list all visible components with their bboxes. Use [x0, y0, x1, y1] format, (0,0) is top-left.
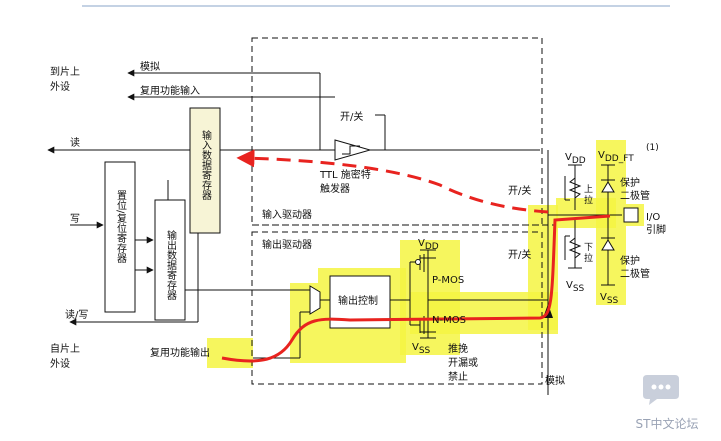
labels: 到片上 外设 模拟 复用功能输入 读 写 读/写 自片上 外设 置位/复位寄存器…	[50, 60, 666, 387]
watermark-text: ST中文论坛	[635, 417, 699, 431]
alt-func-output-label: 复用功能输出	[150, 346, 210, 359]
vdd-sub: DD	[572, 156, 586, 166]
schmitt-on-off-label: 开/关	[340, 110, 363, 123]
output-mux	[309, 285, 321, 315]
input-driver-box	[251, 37, 543, 226]
to-peripheral-line1: 到片上	[50, 65, 80, 78]
p-mos-label: P-MOS	[432, 275, 464, 286]
highlight-protection	[596, 140, 626, 305]
input-data-register-label: 输入数据寄存器	[200, 129, 212, 201]
ttl-schmitt-line2: 触发器	[320, 182, 350, 195]
alt-func-input-label: 复用功能输入	[140, 84, 200, 97]
pull-down-char2: 拉	[584, 252, 593, 264]
n-mos-label: N-MOS	[432, 315, 466, 326]
watermark: ST中文论坛	[619, 371, 715, 437]
ttl-schmitt-line1: TTL 施密特	[319, 168, 371, 181]
footnote-label: (1)	[646, 143, 659, 153]
mode-line3: 禁止	[448, 371, 468, 383]
highlight-regions	[190, 108, 644, 368]
protect-bottom-line1: 保护	[620, 254, 640, 267]
output-control-label: 输出控制	[338, 294, 378, 307]
vss-label-pulldown: V	[566, 280, 573, 291]
io-pin-line2: 引脚	[646, 223, 666, 236]
mode-line2: 开漏或	[448, 357, 478, 369]
input-path-red	[236, 149, 549, 214]
pull-down-char1: 下	[584, 243, 593, 253]
vdd-mos-sub: DD	[425, 242, 439, 252]
protect-top-line2: 二极管	[620, 189, 650, 202]
svg-text:VSS: VSS	[600, 292, 619, 306]
output-data-register	[154, 199, 186, 321]
vdd-ft-label: V	[598, 150, 605, 161]
vdd-label: V	[565, 152, 572, 163]
svg-text:VSS: VSS	[566, 280, 585, 294]
input-register-fill	[190, 108, 220, 233]
vss-sub-pulldown: SS	[573, 284, 585, 294]
schmitt-trigger	[334, 139, 372, 161]
write-label: 写	[70, 213, 80, 225]
svg-text:VDD: VDD	[418, 238, 439, 252]
mode-line1: 推挽	[448, 342, 468, 355]
vdd-mos-label: V	[418, 238, 425, 249]
io-pin-line1: I/O	[646, 212, 660, 223]
set-reset-register-label: 置位/复位寄存器	[115, 190, 127, 264]
analog-bottom-label: 模拟	[545, 374, 565, 387]
pull-up-char2: 拉	[584, 194, 593, 206]
svg-text:VDD_FT: VDD_FT	[598, 150, 634, 164]
supply-bars	[420, 164, 615, 339]
vss-label-diode: V	[600, 292, 607, 303]
from-peripheral-line2: 外设	[50, 358, 70, 370]
analog-top-label: 模拟	[140, 60, 160, 73]
read-write-label: 读/写	[65, 308, 88, 321]
output-path-red	[221, 214, 611, 363]
pull-resistors	[564, 176, 582, 260]
output-driver-label: 输出驱动器	[262, 238, 312, 251]
protect-bottom-line2: 二极管	[620, 267, 650, 280]
input-driver-label: 输入驱动器	[262, 208, 312, 221]
to-peripheral-line2: 外设	[50, 81, 70, 93]
vdd-ft-sub: DD_FT	[605, 154, 634, 164]
protection-diodes	[601, 179, 615, 251]
vss-mos-label: V	[412, 342, 419, 353]
pull-down-on-off-label: 开/关	[508, 248, 531, 261]
pull-up-on-off-label: 开/关	[508, 184, 531, 197]
set-reset-register	[104, 161, 136, 313]
from-peripheral-line1: 自片上	[50, 342, 80, 355]
svg-text:VSS: VSS	[412, 342, 431, 356]
pull-up-char1: 上	[584, 184, 593, 195]
highlight-alt-output	[207, 338, 253, 368]
vss-mos-sub: SS	[419, 346, 431, 356]
output-data-register-label: 输出数据寄存器	[165, 229, 177, 301]
io-pin-square	[623, 207, 639, 223]
signal-lines	[47, 69, 622, 395]
vss-sub-diode: SS	[607, 296, 619, 306]
protect-top-line1: 保护	[620, 176, 640, 189]
chat-bubble-icon	[643, 375, 679, 405]
svg-text:VDD: VDD	[565, 152, 586, 166]
output-driver-box	[251, 231, 543, 385]
read-label: 读	[70, 136, 80, 149]
